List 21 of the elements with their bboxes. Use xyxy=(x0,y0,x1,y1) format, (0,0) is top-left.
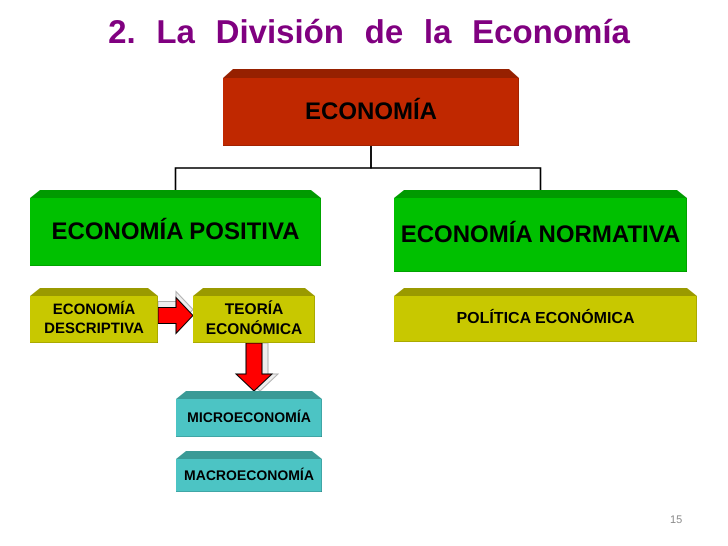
box-label: TEORÍA ECONÓMICA xyxy=(204,300,304,339)
box-label: ECONOMÍA POSITIVA xyxy=(51,217,300,247)
beveled-box xyxy=(223,69,519,146)
box-label: ECONOMÍA NORMATIVA xyxy=(400,220,680,250)
box-label: ECONOMÍA DESCRIPTIVA xyxy=(43,300,145,338)
box-label: ECONOMÍA xyxy=(305,97,437,127)
box-label: MACROECONOMÍA xyxy=(184,466,314,484)
beveled-box xyxy=(394,190,687,272)
beveled-box xyxy=(30,190,321,266)
block-arrow xyxy=(158,290,194,335)
box-label: MICROECONOMÍA xyxy=(187,409,311,427)
beveled-box xyxy=(176,391,322,437)
beveled-box xyxy=(394,288,697,342)
slide-title: 2. La División de la Economía xyxy=(108,13,630,51)
connector-line xyxy=(370,146,542,190)
beveled-box xyxy=(176,451,322,492)
beveled-box xyxy=(193,288,315,343)
block-arrow xyxy=(234,342,280,392)
page-number: 15 xyxy=(670,513,682,527)
box-label: POLÍTICA ECONÓMICA xyxy=(456,309,635,329)
beveled-box xyxy=(30,288,158,343)
